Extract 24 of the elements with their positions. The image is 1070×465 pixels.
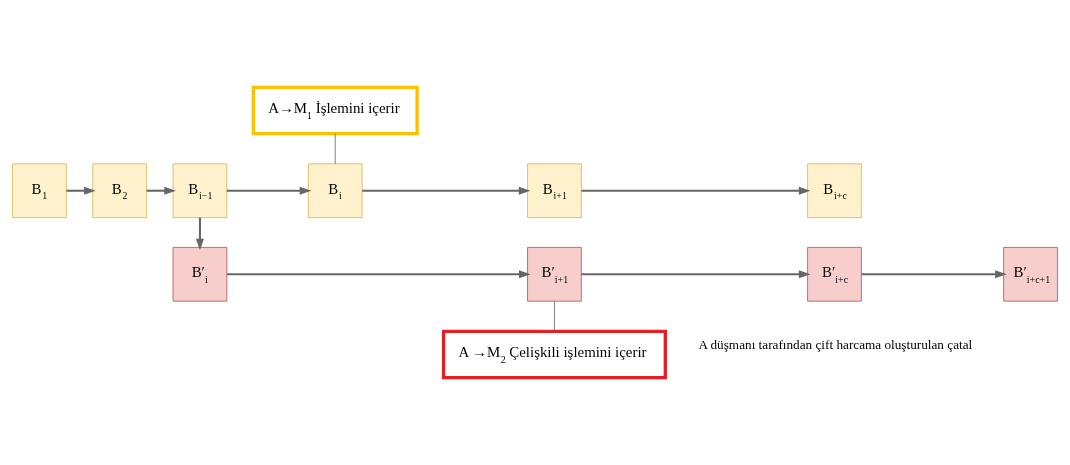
arrow [861,270,1007,279]
arrow [227,270,531,279]
arrow [66,186,96,195]
node-box: A →M$_{2}$ Çelişkili işlemini içerir [441,329,667,380]
arrow [146,186,176,195]
node-box: B′$_{i+c+1}$ [1003,246,1058,302]
node-box: B′$_{i}$ [172,246,228,302]
node-box: B$_{i+1}$ [527,163,582,219]
node-box: B$_{1}$ [12,163,67,219]
arrow [226,186,312,195]
node-box: B$_{i}$ [307,163,363,219]
arrow [581,186,811,195]
node-box: A→M$_{1}$ İşlemini içerir [251,85,419,136]
connector [554,300,555,332]
node-box: B$_{2}$ [92,163,147,219]
arrow [581,270,811,279]
arrow [362,186,531,195]
arrow [195,217,204,251]
node-box: B′$_{i+1}$ [527,246,582,302]
node-box: B$_{i+c}$ [807,163,862,219]
node-box: B′$_{i+c}$ [807,246,862,302]
node-box: B$_{i−1}$ [172,163,228,219]
connector [334,133,336,165]
label: A düşmanı tarafından çift harcama oluşturulan çatal [698,337,973,353]
